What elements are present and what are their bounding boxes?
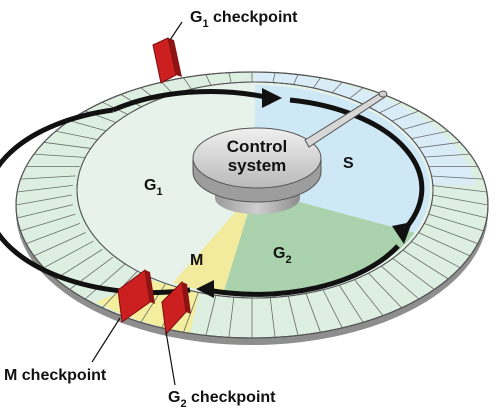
ring-segment-line [390,256,435,290]
ring-segment-line [15,194,73,206]
g2-checkpoint-leader [165,331,176,386]
ring-segment-line [336,281,364,323]
ring-segment-line [55,130,103,141]
ring-segment-line [410,240,461,269]
ring-segment-line [183,288,201,333]
m-checkpoint-gate [117,269,155,323]
ring-segment-line [431,185,487,193]
ring-segment-line [365,270,402,309]
ring-segment-line [43,240,94,269]
phase-g1-label: G1 [144,177,163,198]
ring-segment-line [424,223,478,244]
ring-segment-line [428,175,484,180]
ring-segment-line [205,291,218,336]
ring-segment-line [228,292,235,338]
ring-segment-line [17,185,73,193]
control-label-line2: system [228,156,287,175]
ring-segment-line [303,288,321,333]
control-label-line1: Control [227,137,287,156]
cycle-arrow-head-top [262,88,282,108]
phase-m-label: M [190,252,203,269]
ring-segment-line [418,153,471,158]
ring-segment-line [428,213,484,232]
ring-segment-line [418,232,471,257]
control-system-knob [192,127,322,189]
ring-segment-line [269,292,276,338]
ring-segment-line [33,153,86,158]
ring-segment-line [55,249,103,280]
cycle-arrow-head-bottom [196,280,214,298]
ring-segment-line [43,141,94,150]
cycle-arrow-path [112,88,271,113]
g1-checkpoint-gate [152,37,182,84]
g2-checkpoint-gate [161,280,191,336]
ring-segment-line [286,291,299,336]
ring-segment-line [26,223,80,244]
ring-segment-line [431,194,489,206]
ring-segment-line [379,263,420,300]
ring-segment-line [33,232,86,257]
ring-segment-line [401,249,449,280]
ring-segment-line [20,175,76,180]
ring-segment-line [351,276,384,316]
g2-checkpoint-label: G2 checkpoint [168,389,276,410]
ring-segment-line [84,263,125,300]
g1-checkpoint-leader [169,21,183,41]
phase-s-label: S [343,155,354,172]
g1-checkpoint-label: G1 checkpoint [190,9,298,30]
m-checkpoint-leader [91,317,121,363]
phase-g2-label: G2 [273,245,292,266]
ring-segment-line [320,285,343,329]
ring-segment-line [17,204,73,219]
cycle-arrow-head-right [392,222,412,244]
m-checkpoint-label: M checkpoint [4,367,107,384]
ring-segment-line [431,204,487,219]
ring-segment-line [20,213,76,232]
